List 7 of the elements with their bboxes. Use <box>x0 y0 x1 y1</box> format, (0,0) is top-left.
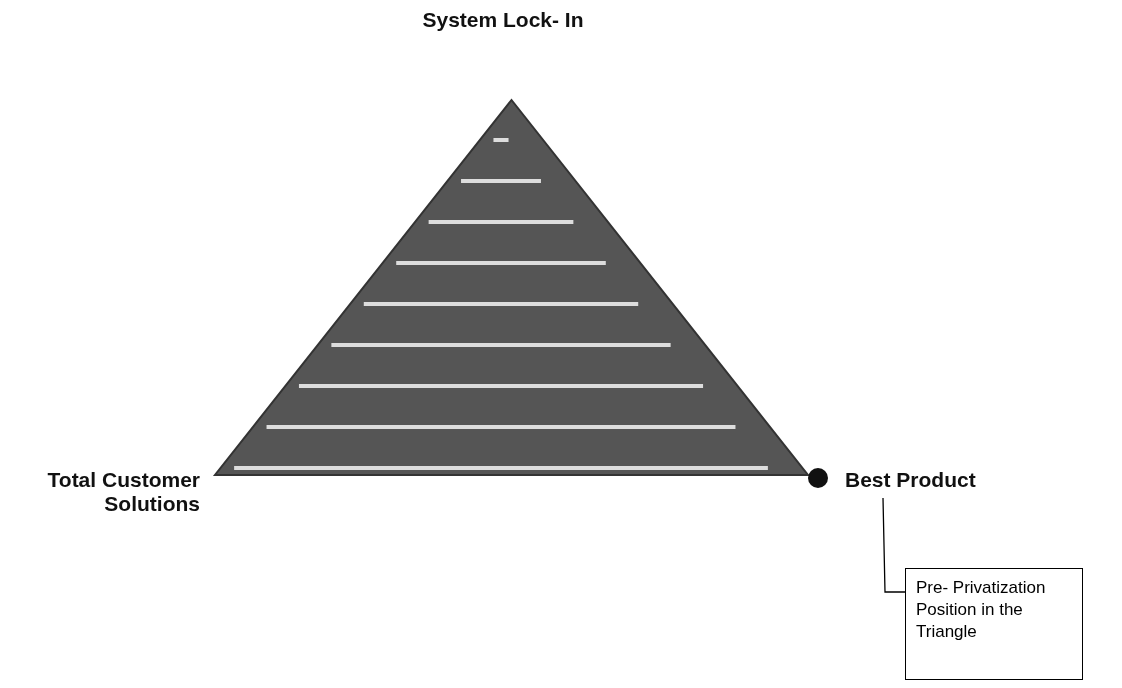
marker-dot <box>808 468 828 488</box>
leader-line <box>882 497 906 593</box>
corner-label: Total Customer Solutions <box>46 468 200 516</box>
note-box: Pre- Privatization Position in the Triangle <box>905 568 1083 680</box>
corner-label: System Lock- In <box>422 8 584 32</box>
triangle-drawing <box>212 98 811 476</box>
corner-label: Best Product <box>845 468 1015 492</box>
